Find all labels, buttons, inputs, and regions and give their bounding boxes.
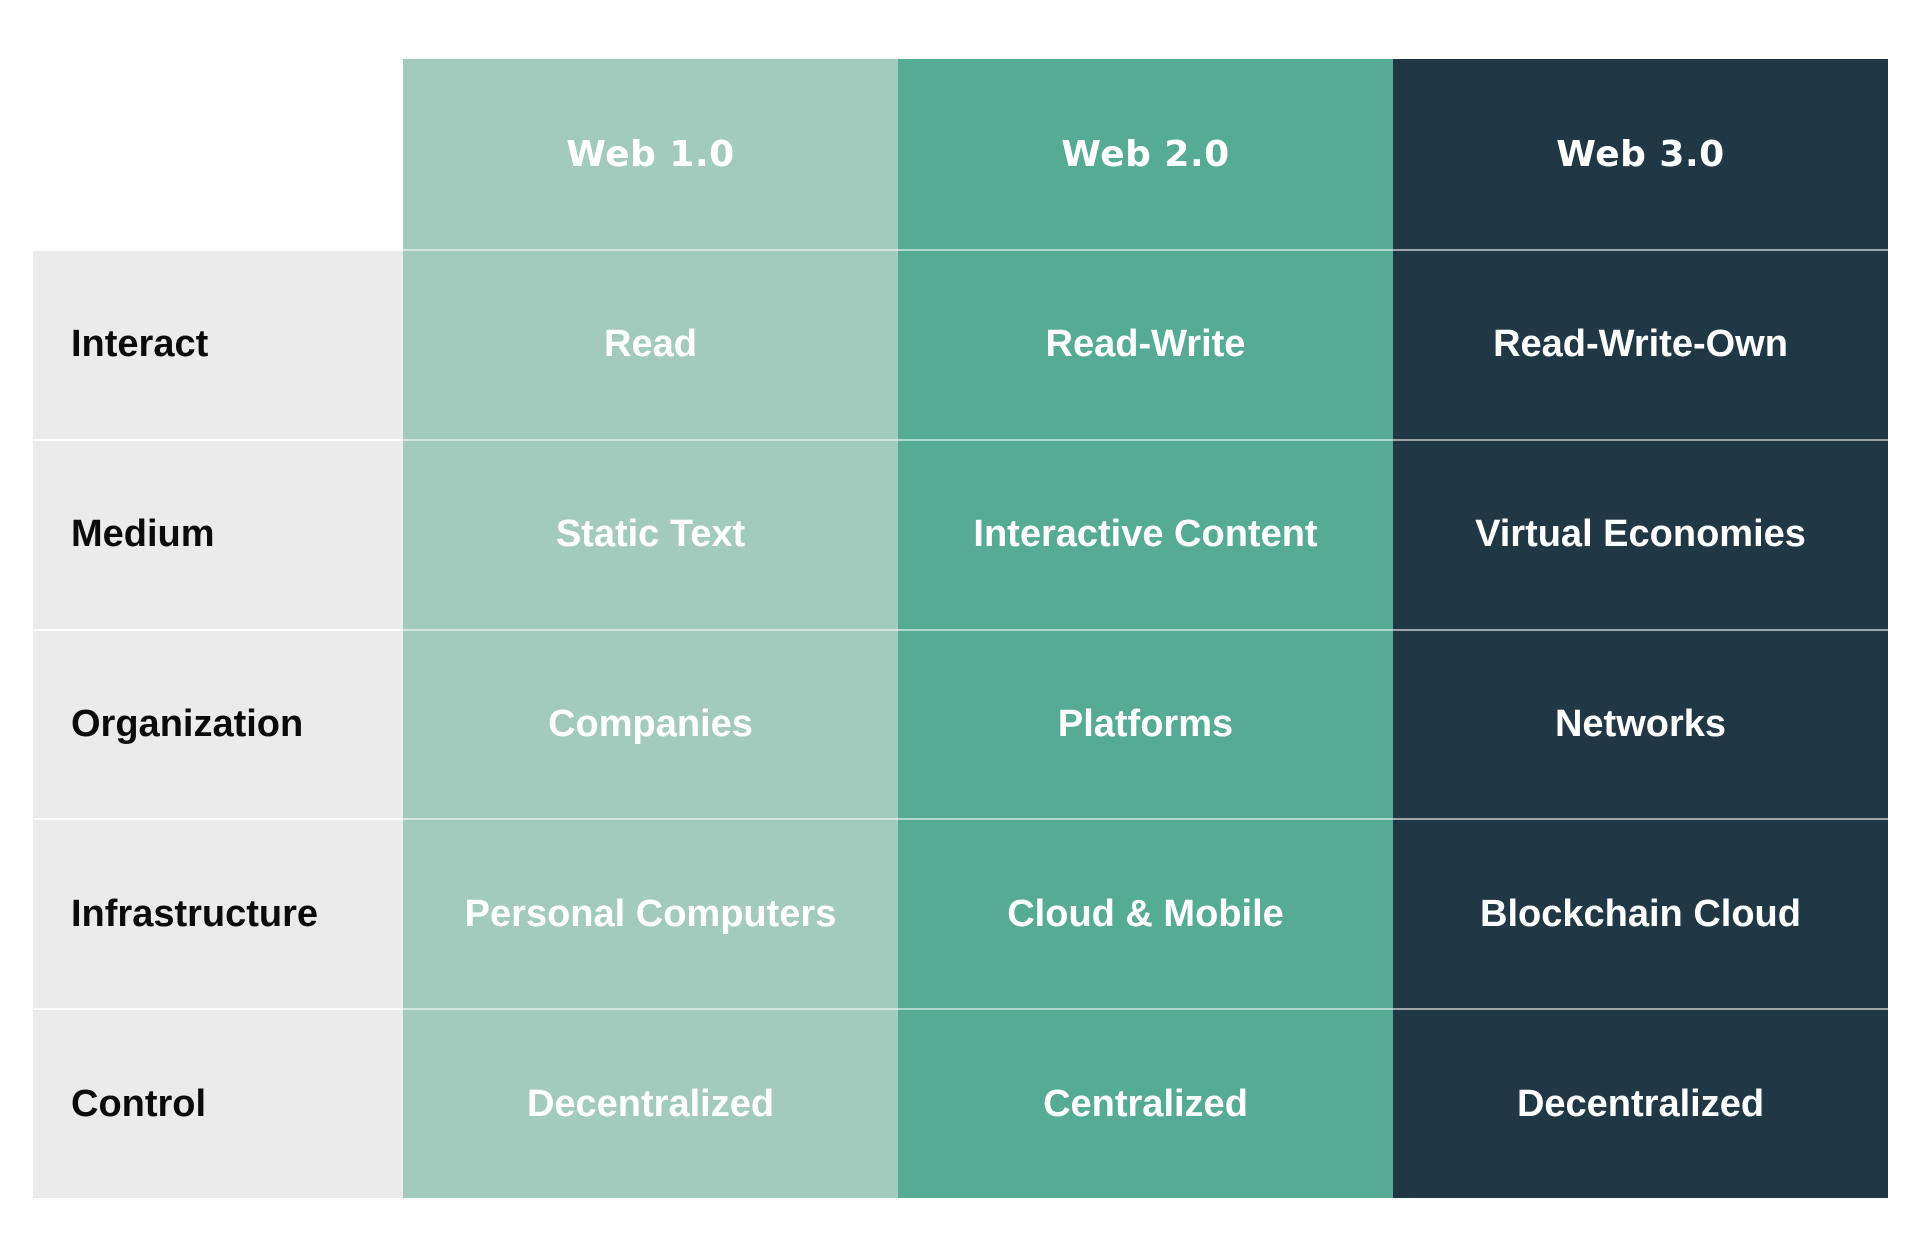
cell-organization-web1: Companies	[403, 628, 898, 819]
table-corner	[33, 59, 403, 249]
cell-organization-web2: Platforms	[898, 628, 1393, 819]
row-label-interact: Interact	[33, 249, 403, 439]
cell-interact-web3: Read-Write-Own	[1393, 249, 1888, 439]
column-header-web3: Web 3.0	[1393, 59, 1888, 249]
column-header-web1: Web 1.0	[403, 59, 898, 249]
cell-control-web3: Decentralized	[1393, 1008, 1888, 1198]
column-header-web2: Web 2.0	[898, 59, 1393, 249]
row-label-organization: Organization	[33, 628, 403, 819]
cell-infrastructure-web1: Personal Computers	[403, 818, 898, 1009]
cell-infrastructure-web3: Blockchain Cloud	[1393, 818, 1888, 1009]
cell-infrastructure-web2: Cloud & Mobile	[898, 818, 1393, 1009]
cell-interact-web2: Read-Write	[898, 249, 1393, 439]
cell-control-web1: Decentralized	[403, 1008, 898, 1198]
cell-medium-web2: Interactive Content	[898, 438, 1393, 629]
cell-interact-web1: Read	[403, 249, 898, 439]
cell-medium-web1: Static Text	[403, 438, 898, 629]
row-label-control: Control	[33, 1008, 403, 1198]
row-label-medium: Medium	[33, 438, 403, 629]
cell-medium-web3: Virtual Economies	[1393, 438, 1888, 629]
row-label-infrastructure: Infrastructure	[33, 818, 403, 1009]
cell-control-web2: Centralized	[898, 1008, 1393, 1198]
cell-organization-web3: Networks	[1393, 628, 1888, 819]
comparison-table: Web 1.0 Web 2.0 Web 3.0 Interact Read Re…	[33, 59, 1888, 1198]
